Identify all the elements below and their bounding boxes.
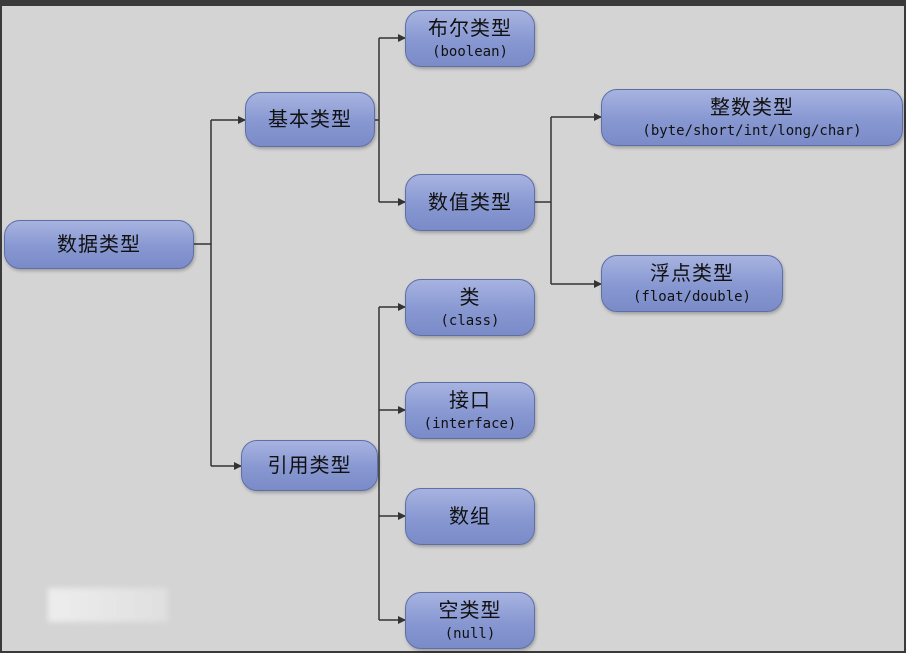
node-title: 接口 bbox=[449, 387, 491, 412]
node-boolean-type: 布尔类型 (boolean) bbox=[405, 10, 535, 67]
node-title: 数据类型 bbox=[57, 232, 141, 256]
node-null-type: 空类型 (null) bbox=[405, 592, 535, 649]
node-subtitle: (byte/short/int/long/char) bbox=[642, 122, 862, 139]
node-title: 布尔类型 bbox=[428, 15, 512, 40]
node-interface-type: 接口 (interface) bbox=[405, 382, 535, 439]
node-title: 类 bbox=[459, 284, 481, 309]
node-array-type: 数组 bbox=[405, 488, 535, 545]
node-numeric-types: 数值类型 bbox=[405, 174, 535, 231]
node-title: 引用类型 bbox=[267, 453, 352, 477]
node-title: 基本类型 bbox=[268, 107, 352, 131]
node-subtitle: (float/double) bbox=[632, 288, 751, 305]
node-subtitle: (class) bbox=[440, 312, 500, 329]
node-title: 数值类型 bbox=[428, 190, 512, 214]
connector-numeric bbox=[535, 117, 552, 284]
node-title: 整数类型 bbox=[710, 94, 794, 119]
node-title: 空类型 bbox=[438, 597, 502, 622]
node-integer-types: 整数类型 (byte/short/int/long/char) bbox=[601, 89, 903, 146]
node-subtitle: (interface) bbox=[423, 415, 517, 432]
node-data-types: 数据类型 bbox=[4, 220, 194, 269]
node-basic-types: 基本类型 bbox=[245, 92, 375, 147]
node-subtitle: (null) bbox=[444, 625, 496, 642]
node-title: 浮点类型 bbox=[650, 260, 734, 285]
connector-root bbox=[194, 120, 212, 245]
node-title: 数组 bbox=[449, 504, 491, 528]
node-reference-types: 引用类型 bbox=[241, 440, 378, 491]
connector-basic bbox=[375, 38, 380, 202]
blurred-watermark bbox=[48, 588, 168, 622]
node-class-type: 类 (class) bbox=[405, 279, 535, 336]
node-float-types: 浮点类型 (float/double) bbox=[601, 255, 783, 312]
node-subtitle: (boolean) bbox=[432, 43, 508, 60]
